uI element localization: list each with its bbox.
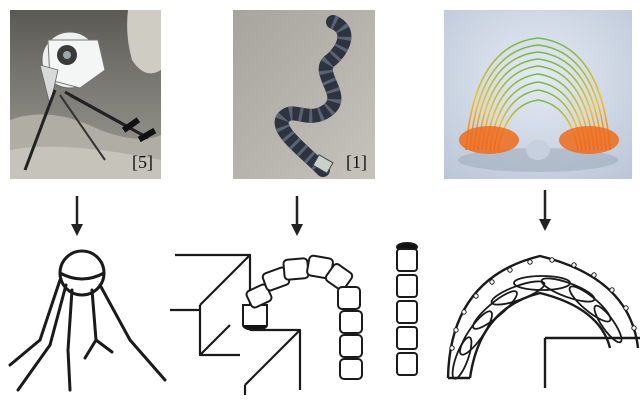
sketch-slinky: [440, 238, 642, 398]
arrow-down-icon: [71, 196, 83, 236]
arrow-down-icon: [291, 196, 303, 236]
arrow-down-icon: [539, 190, 551, 231]
sketch-snake-robot: [170, 235, 430, 400]
sketch-hopping-robot: [0, 240, 170, 400]
